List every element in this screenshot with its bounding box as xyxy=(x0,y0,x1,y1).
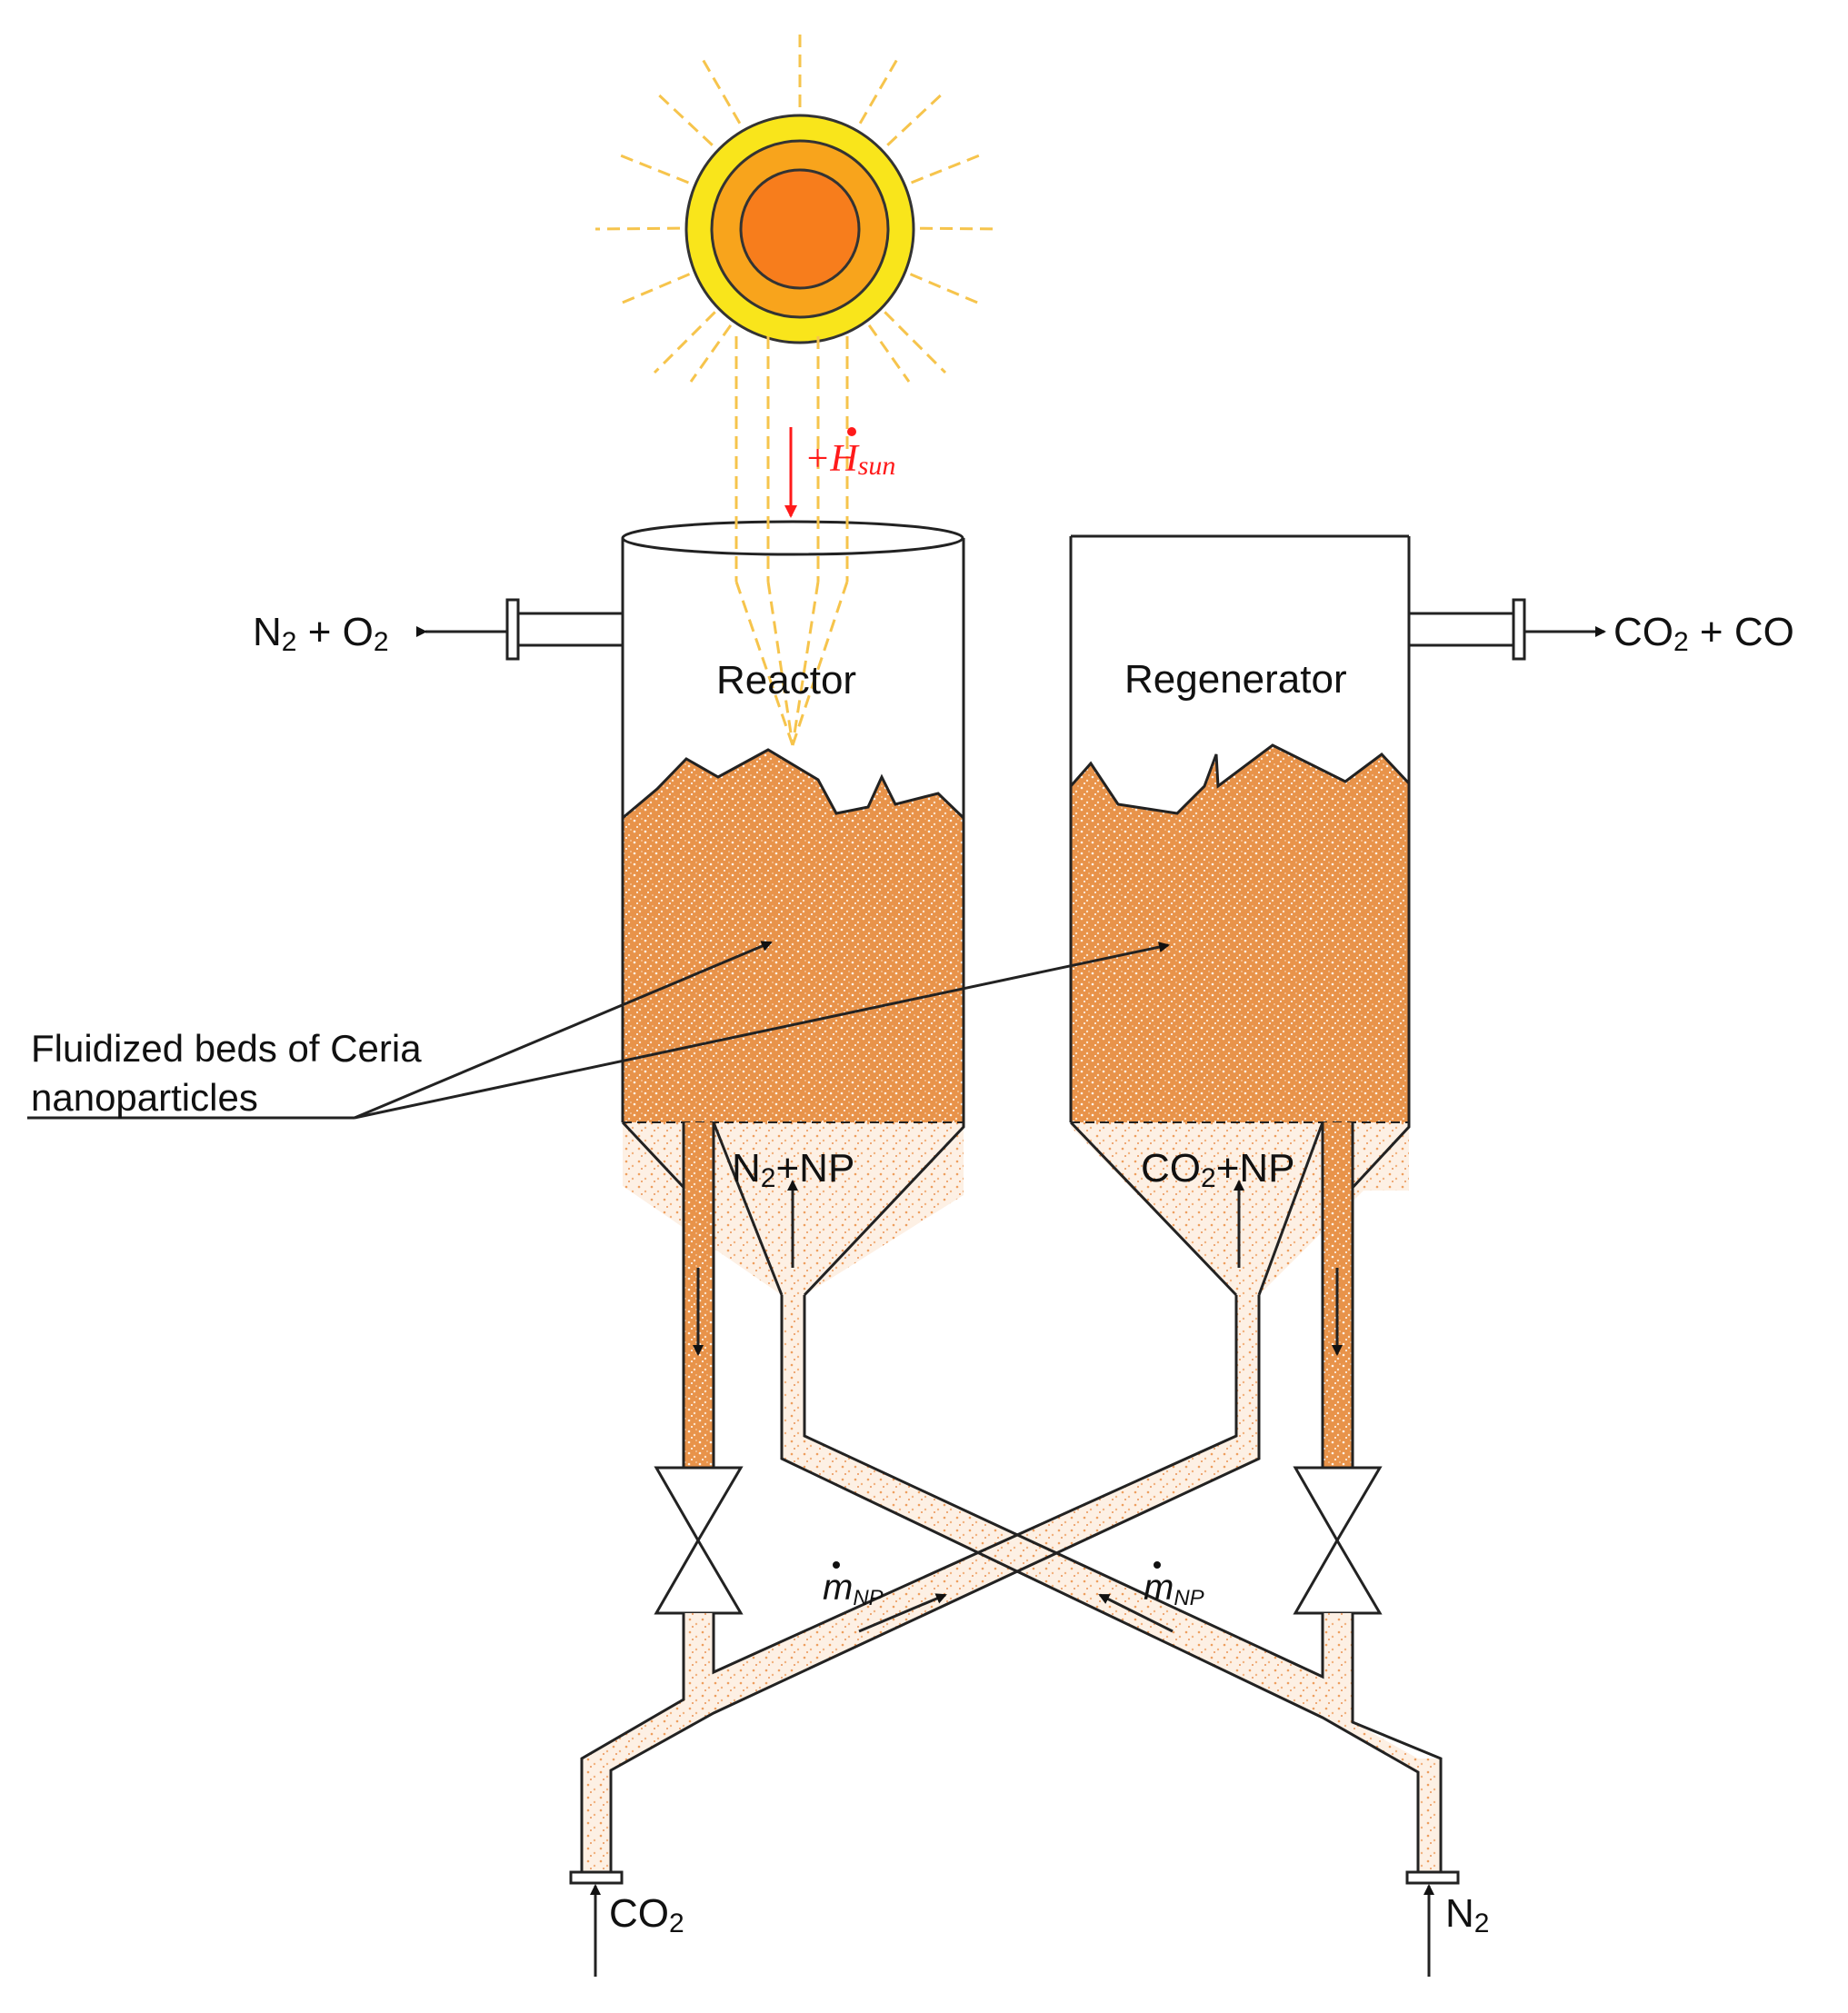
fluidized-beds-label-line1: Fluidized beds of Ceria xyxy=(31,1027,422,1070)
reactor-bed xyxy=(623,750,964,1122)
heat-input-label: +Hsun xyxy=(804,427,895,481)
inlet-left-label: CO2 xyxy=(609,1891,684,1938)
pipe-reactor-to-right xyxy=(782,1295,1441,1872)
regenerator-bed xyxy=(1071,745,1409,1122)
fluidized-beds-label-line2: nanoparticles xyxy=(31,1076,258,1119)
valve-left-icon[interactable] xyxy=(654,1466,744,1615)
regenerator-vessel xyxy=(1069,534,1526,1297)
outlet-left-label: N2 + O2 xyxy=(253,610,389,657)
light-beams xyxy=(734,336,849,746)
reactor-cone-label: N2+NP xyxy=(732,1146,854,1193)
pipe-regen-to-left xyxy=(582,1295,1259,1872)
inlet-right-label: N2 xyxy=(1445,1891,1489,1938)
massflow-label-right: mNP xyxy=(1144,1561,1204,1610)
regenerator-label: Regenerator xyxy=(1124,657,1347,702)
svg-text:mNP: mNP xyxy=(1144,1568,1204,1610)
svg-text:+Hsun: +Hsun xyxy=(804,438,895,481)
leader-lines xyxy=(27,941,1170,1120)
sun-icon xyxy=(594,27,1001,383)
outlet-right-label: CO2 + CO xyxy=(1613,610,1794,657)
flow-arrows xyxy=(416,427,1606,1977)
valve-right-icon[interactable] xyxy=(1293,1466,1383,1615)
reactor-label: Reactor xyxy=(716,658,856,703)
svg-text:mNP: mNP xyxy=(823,1568,884,1610)
transfer-pipes xyxy=(569,1295,1460,1885)
massflow-label-left: mNP xyxy=(823,1561,884,1610)
regenerator-cone-label: CO2+NP xyxy=(1141,1146,1295,1193)
